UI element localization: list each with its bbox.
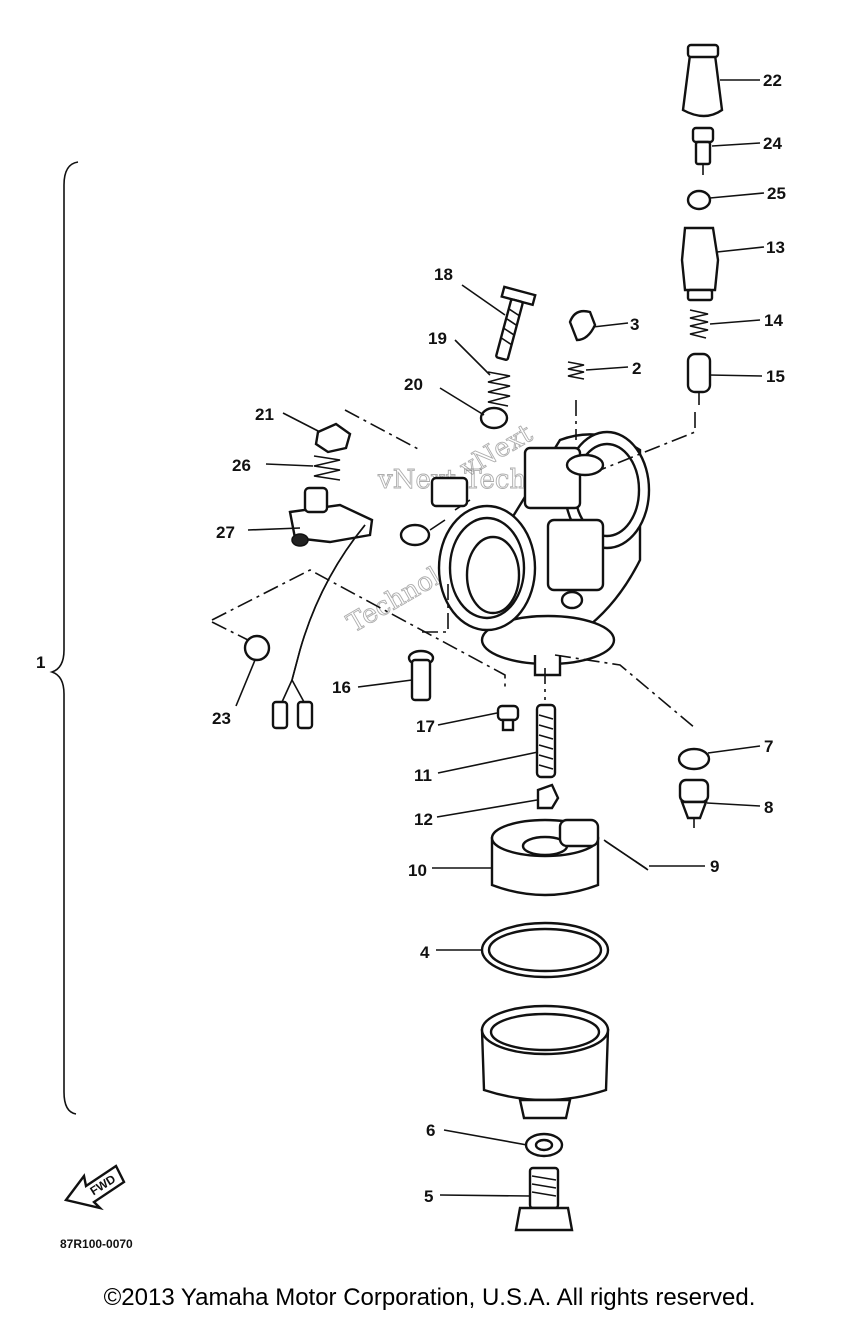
part-5-bolt: [514, 1166, 574, 1232]
callout-4: 4: [420, 943, 430, 962]
callout-15: 15: [766, 367, 785, 386]
part-8-drain-screw: [678, 778, 710, 828]
part-2-spring: [567, 361, 585, 380]
part-7-washer: [677, 747, 711, 771]
diagram-code: 87R100-0070: [60, 1237, 133, 1251]
callout-26: 26: [232, 456, 251, 475]
part-27-starter-plunger: [288, 486, 374, 547]
part-24-needle-holder: [691, 126, 715, 175]
part-22-cap: [681, 43, 724, 118]
callout-17: 17: [416, 717, 435, 736]
callout-2: 2: [632, 359, 641, 378]
float-bowl: [480, 1004, 610, 1120]
callout-12: 12: [414, 810, 433, 829]
callout-20: 20: [404, 375, 423, 394]
carburetor-body: [399, 430, 651, 677]
callout-25: 25: [767, 184, 786, 203]
part-18-screw: [495, 285, 537, 361]
callout-18: 18: [434, 265, 453, 284]
part-16-jet-holder: [407, 649, 435, 702]
part-25-washer: [686, 189, 712, 211]
callout-labels: 1 2 3 4 5 6 7 8 9 10 11 12 13 14 15 16 1…: [36, 71, 786, 1206]
callout-7: 7: [764, 737, 773, 756]
callout-23: 23: [212, 709, 231, 728]
callout-11: 11: [414, 766, 432, 785]
callout-8: 8: [764, 798, 773, 817]
callout-19: 19: [428, 329, 447, 348]
callout-14: 14: [764, 311, 783, 330]
part-13-mixing-chamber-top: [680, 226, 720, 302]
callout-9: 9: [710, 857, 719, 876]
part-19-spring: [487, 371, 511, 407]
part-21-nut: [314, 422, 352, 454]
leader-lines: [235, 79, 765, 1197]
callout-5: 5: [424, 1187, 433, 1206]
callout-13: 13: [766, 238, 785, 257]
callout-27: 27: [216, 523, 235, 542]
part-3-screw: [568, 309, 597, 342]
callout-22: 22: [763, 71, 782, 90]
part-12-main-jet: [536, 783, 560, 810]
callout-16: 16: [332, 678, 351, 697]
part-10-float: [490, 818, 600, 897]
part-26-spring: [313, 455, 341, 481]
part-17-screw: [496, 704, 520, 732]
part-14-spring: [689, 309, 709, 339]
part-15-throttle-valve: [686, 352, 712, 405]
part-4-gasket: [480, 921, 610, 979]
callout-3: 3: [630, 315, 639, 334]
fwd-arrow-icon: FWD: [63, 1164, 126, 1211]
part-23-washer: [243, 634, 271, 662]
part-11-needle-jet: [535, 703, 557, 779]
part-20-washer: [479, 406, 509, 430]
callout-10: 10: [408, 861, 427, 880]
part-6-washer: [524, 1132, 564, 1158]
callout-24: 24: [763, 134, 782, 153]
assembly-bracket: [49, 161, 79, 1115]
cable-terminals: [271, 679, 314, 730]
callout-1: 1: [36, 653, 45, 672]
starter-cable: [291, 524, 366, 681]
callout-6: 6: [426, 1121, 435, 1140]
callout-21: 21: [255, 405, 274, 424]
copyright-notice: ©2013 Yamaha Motor Corporation, U.S.A. A…: [103, 1284, 756, 1311]
